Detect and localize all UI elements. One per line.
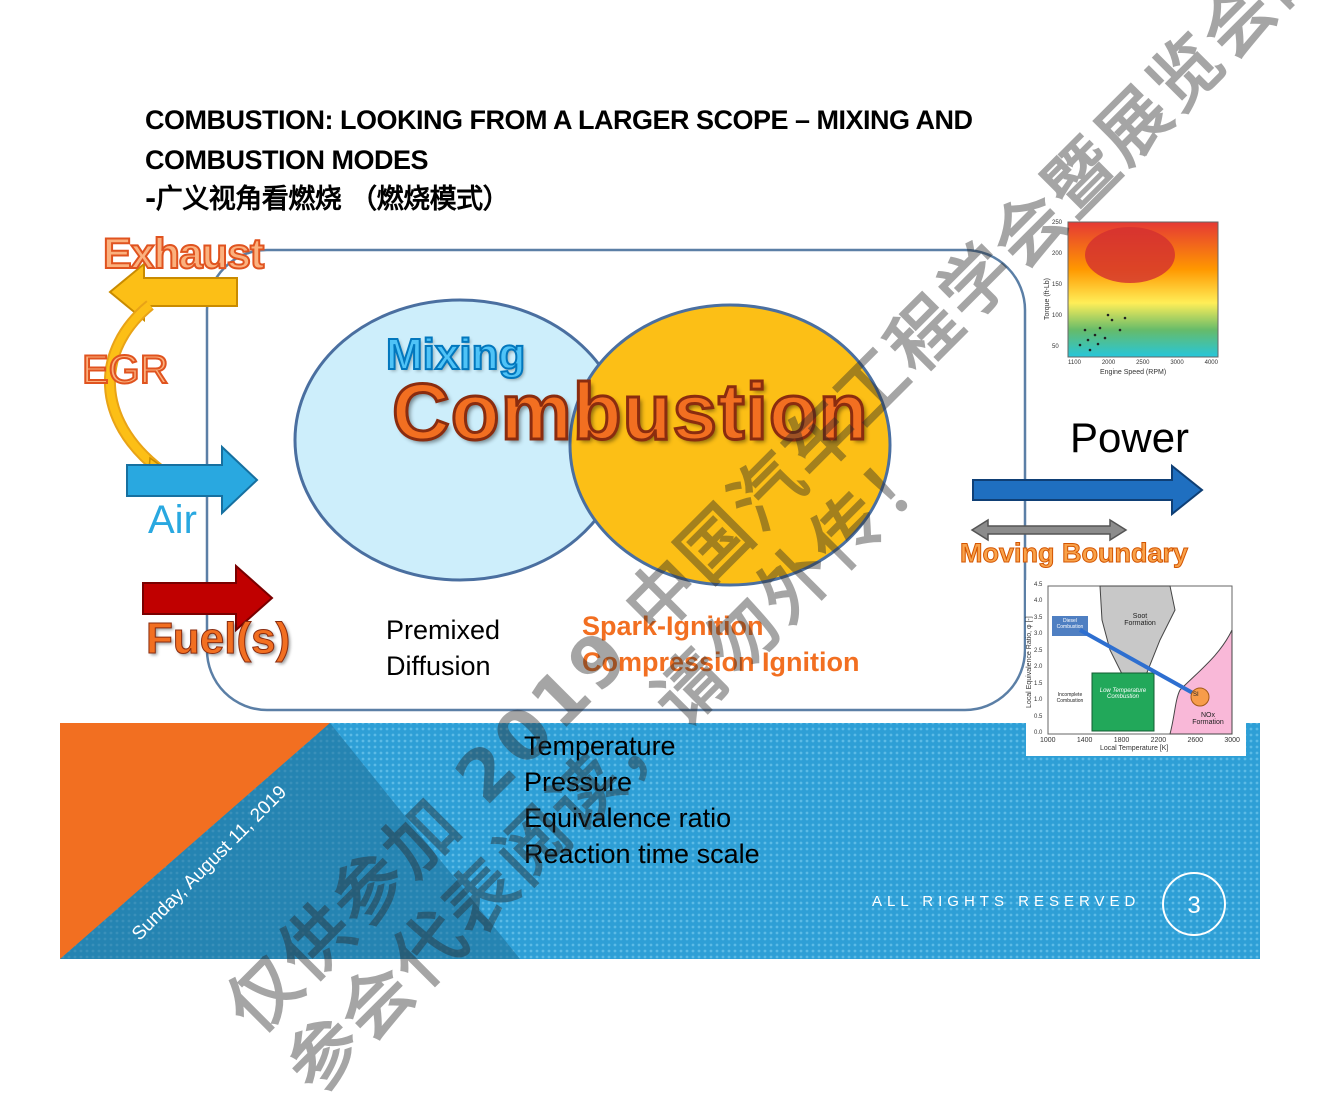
engine-map-xtick: 2000	[1101, 360, 1116, 366]
diesel-region	[1052, 616, 1088, 636]
mixing-mode-item: Diffusion	[386, 651, 491, 681]
title-line-2: COMBUSTION MODES	[145, 145, 429, 175]
ignition-modes-list: Spark-Ignition Compression Ignition	[582, 608, 860, 680]
phi-t-map-xtick: 2600	[1187, 737, 1204, 744]
engine-map-ytick: 250	[1052, 220, 1063, 226]
diesel-region-label: Diesel Combustion	[1056, 618, 1084, 630]
soot-region-label: Soot Formation	[1124, 613, 1156, 627]
parameter-item: Pressure	[524, 767, 633, 797]
engine-map-ytick: 150	[1052, 282, 1063, 288]
air-label: Air	[148, 498, 197, 542]
phi-t-map-ylabel: Local Equivalence Ratio, φ [-]	[1026, 616, 1033, 708]
ignition-mode-item: Compression Ignition	[582, 647, 860, 677]
engine-map-xtick: 1100	[1068, 360, 1081, 366]
ltc-region-label: Low Temperature Combustion	[1099, 688, 1147, 700]
parameter-item: Temperature	[524, 731, 676, 761]
engine-map-chart	[1055, 218, 1227, 380]
title-line-3: -广义视角看燃烧 （燃烧模式）	[145, 184, 510, 215]
phi-t-map-chart	[1026, 580, 1246, 756]
engine-map-xticks: 1100 2000 2500 3000 4000	[1068, 360, 1218, 366]
engine-map-xlabel: Engine Speed (RPM)	[1100, 369, 1167, 376]
moving-boundary-label: Moving Boundary	[960, 538, 1189, 569]
incomplete-region-label: Incomplete Combustion	[1056, 692, 1084, 704]
ignition-mode-item: Spark-Ignition	[582, 611, 764, 641]
mixing-modes-list: Premixed Diffusion	[386, 612, 500, 684]
phi-t-map-xtick: 3000	[1224, 737, 1240, 744]
phi-t-map-ytick: 3.5	[1034, 614, 1043, 621]
combustion-diagram	[60, 218, 1260, 959]
phi-t-map-ytick: 1.5	[1034, 680, 1043, 687]
egr-label: EGR	[81, 347, 170, 393]
exhaust-label: Exhaust	[102, 229, 265, 279]
power-arrow	[972, 463, 1204, 517]
combustion-label: Combustion	[391, 366, 870, 458]
phi-t-map-ytick: 4.0	[1034, 598, 1043, 605]
phi-t-map-xtick: 1400	[1076, 737, 1093, 744]
mixing-label: Mixing	[385, 329, 526, 380]
phi-t-map-ytick: 0.5	[1034, 713, 1043, 720]
page-number: 3	[1162, 872, 1226, 936]
phi-t-map-yticks: 4.5 4.0 3.5 3.0 2.5 2.0 1.5 1.0 0.5 0.0	[1034, 582, 1042, 736]
phi-t-map-xlabel: Local Temperature [K]	[1100, 745, 1169, 752]
phi-t-map-xtick: 2200	[1150, 737, 1167, 744]
parameter-item: Reaction time scale	[524, 839, 760, 869]
engine-map-xtick: 3000	[1170, 360, 1184, 366]
si-point-label: SI	[1193, 692, 1199, 698]
phi-t-map-ytick: 4.5	[1034, 582, 1043, 588]
rights-text: ALL RIGHTS RESERVED	[872, 893, 1141, 910]
phi-t-map-ytick: 1.0	[1034, 697, 1043, 704]
phi-t-map-ytick: 0.0	[1034, 729, 1043, 736]
phi-t-map-xticks: 1000 1400 1800 2200 2600 3000	[1040, 737, 1240, 744]
combustion-circle	[568, 303, 892, 587]
mixing-mode-item: Premixed	[386, 615, 501, 645]
engine-map-ytick: 100	[1052, 313, 1063, 319]
engine-map-yticks: 250 200 150 100 50	[1052, 220, 1062, 350]
nox-region-label: NOx Formation	[1192, 712, 1224, 726]
parameter-item: Equivalence ratio	[524, 803, 732, 833]
fuel-arrow	[142, 563, 274, 633]
parameters-list: Temperature Pressure Equivalence ratio R…	[524, 728, 760, 872]
engine-map-xtick: 4000	[1204, 360, 1218, 366]
engine-map-ylabel: Torque (ft-Lb)	[1044, 277, 1051, 320]
footer-dark-triangle	[60, 723, 520, 959]
air-arrow	[126, 444, 259, 516]
ltc-region	[1091, 672, 1155, 732]
nox-region	[1169, 629, 1233, 735]
phi-t-map-ytick: 3.0	[1034, 631, 1043, 638]
engine-map-ytick: 200	[1052, 251, 1063, 257]
phi-t-map-ytick: 2.0	[1034, 664, 1043, 671]
title-line-1: COMBUSTION: LOOKING FROM A LARGER SCOPE …	[145, 105, 973, 135]
fuel-label: Fuel(s)	[145, 614, 291, 664]
slide-title: COMBUSTION: LOOKING FROM A LARGER SCOPE …	[145, 100, 1105, 220]
power-label: Power	[1070, 414, 1190, 461]
phi-t-map-xtick: 1000	[1040, 737, 1056, 744]
engine-map-xtick: 2500	[1136, 360, 1150, 366]
engine-map-ytick: 50	[1052, 344, 1059, 350]
phi-t-map-ytick: 2.5	[1034, 647, 1043, 654]
phi-t-map-xtick: 1800	[1113, 737, 1130, 744]
si-point	[1190, 687, 1210, 707]
moving-boundary-arrow	[970, 518, 1128, 542]
